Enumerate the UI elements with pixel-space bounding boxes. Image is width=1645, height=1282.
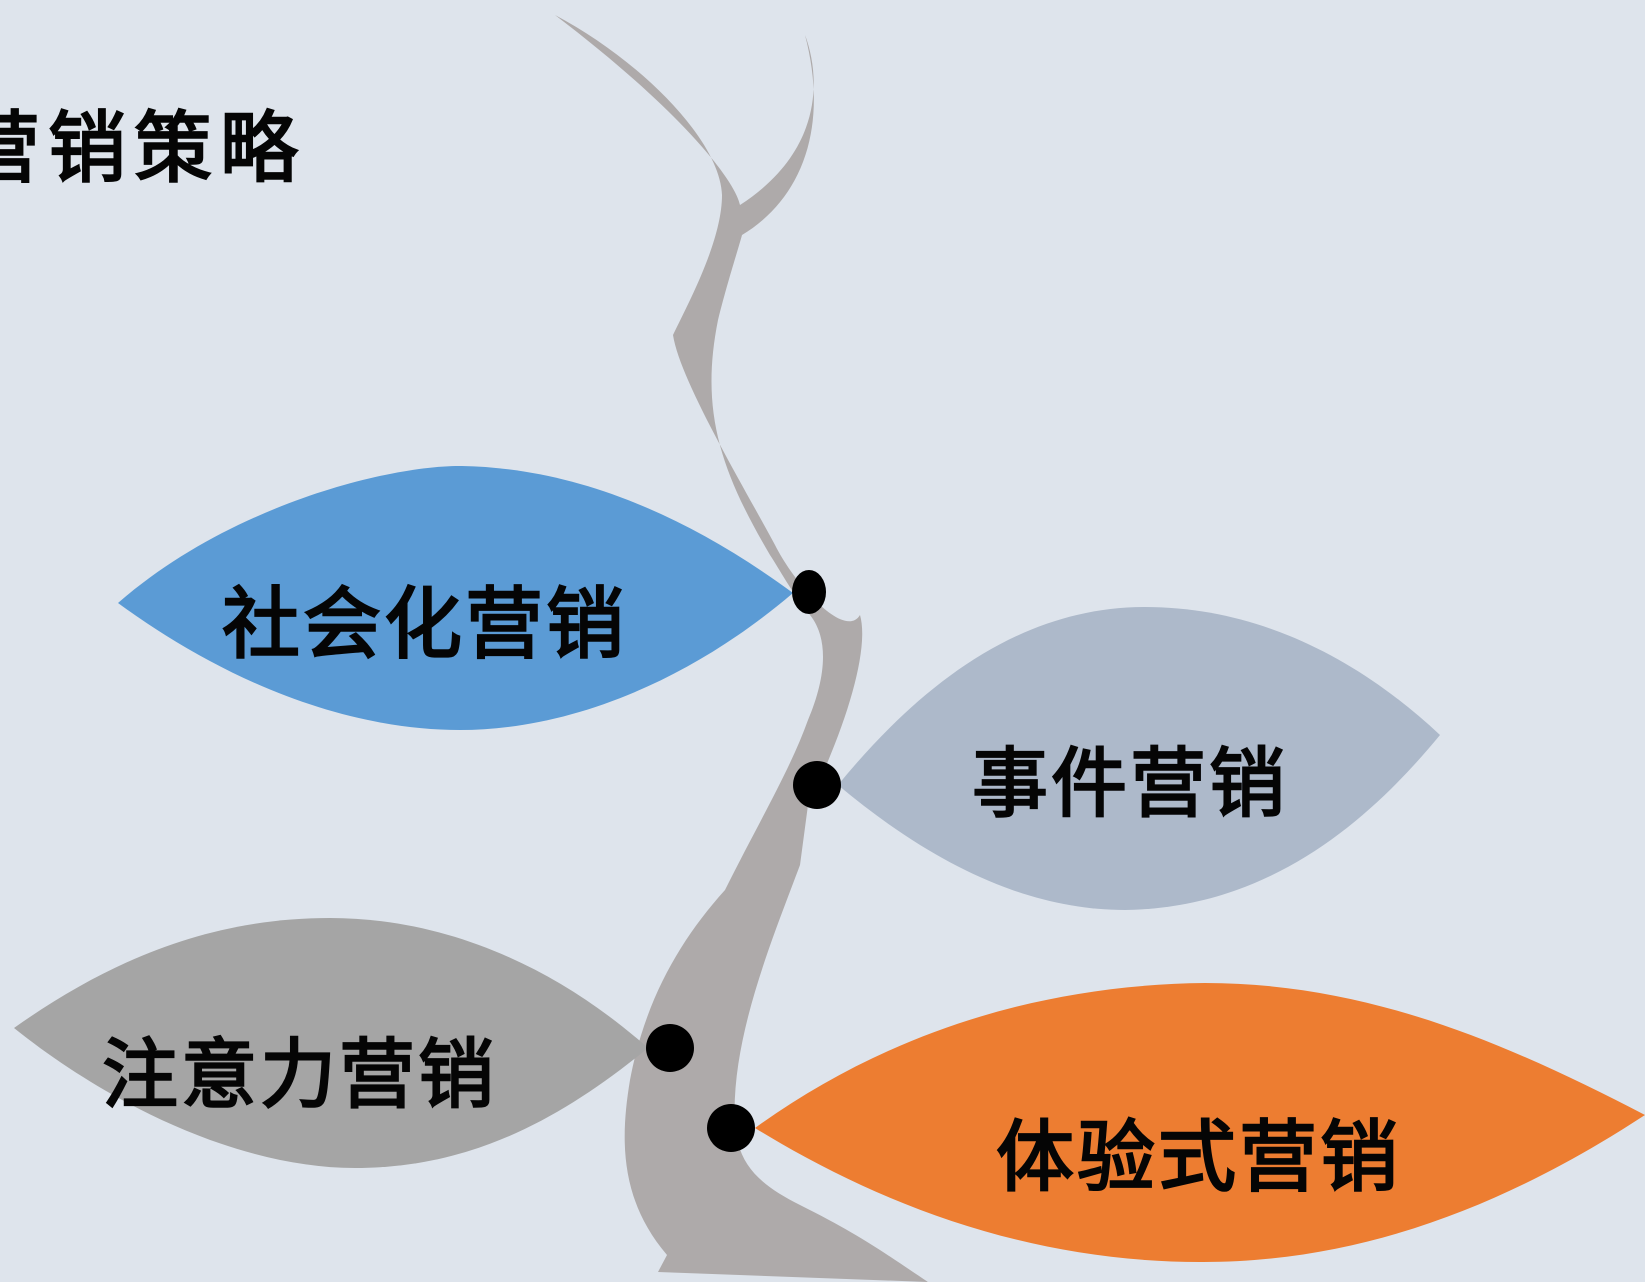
- stem: [555, 15, 928, 1282]
- leaf-label-event: 事件营销: [972, 739, 1288, 828]
- leaf-social: [118, 465, 793, 730]
- leaf-experience: [755, 983, 1645, 1263]
- leaf-label-social: 社会化营销: [222, 579, 628, 670]
- leaf-label-attention: 注意力营销: [102, 1030, 497, 1119]
- page-title: 营销策略: [0, 103, 307, 194]
- node-social: [792, 570, 826, 614]
- leaf-label-experience: 体验式营销: [996, 1112, 1402, 1203]
- leaf-event: [838, 607, 1440, 910]
- node-attention: [646, 1024, 694, 1072]
- leaf-attention: [14, 918, 648, 1168]
- node-experience: [707, 1104, 755, 1152]
- node-event: [793, 761, 841, 809]
